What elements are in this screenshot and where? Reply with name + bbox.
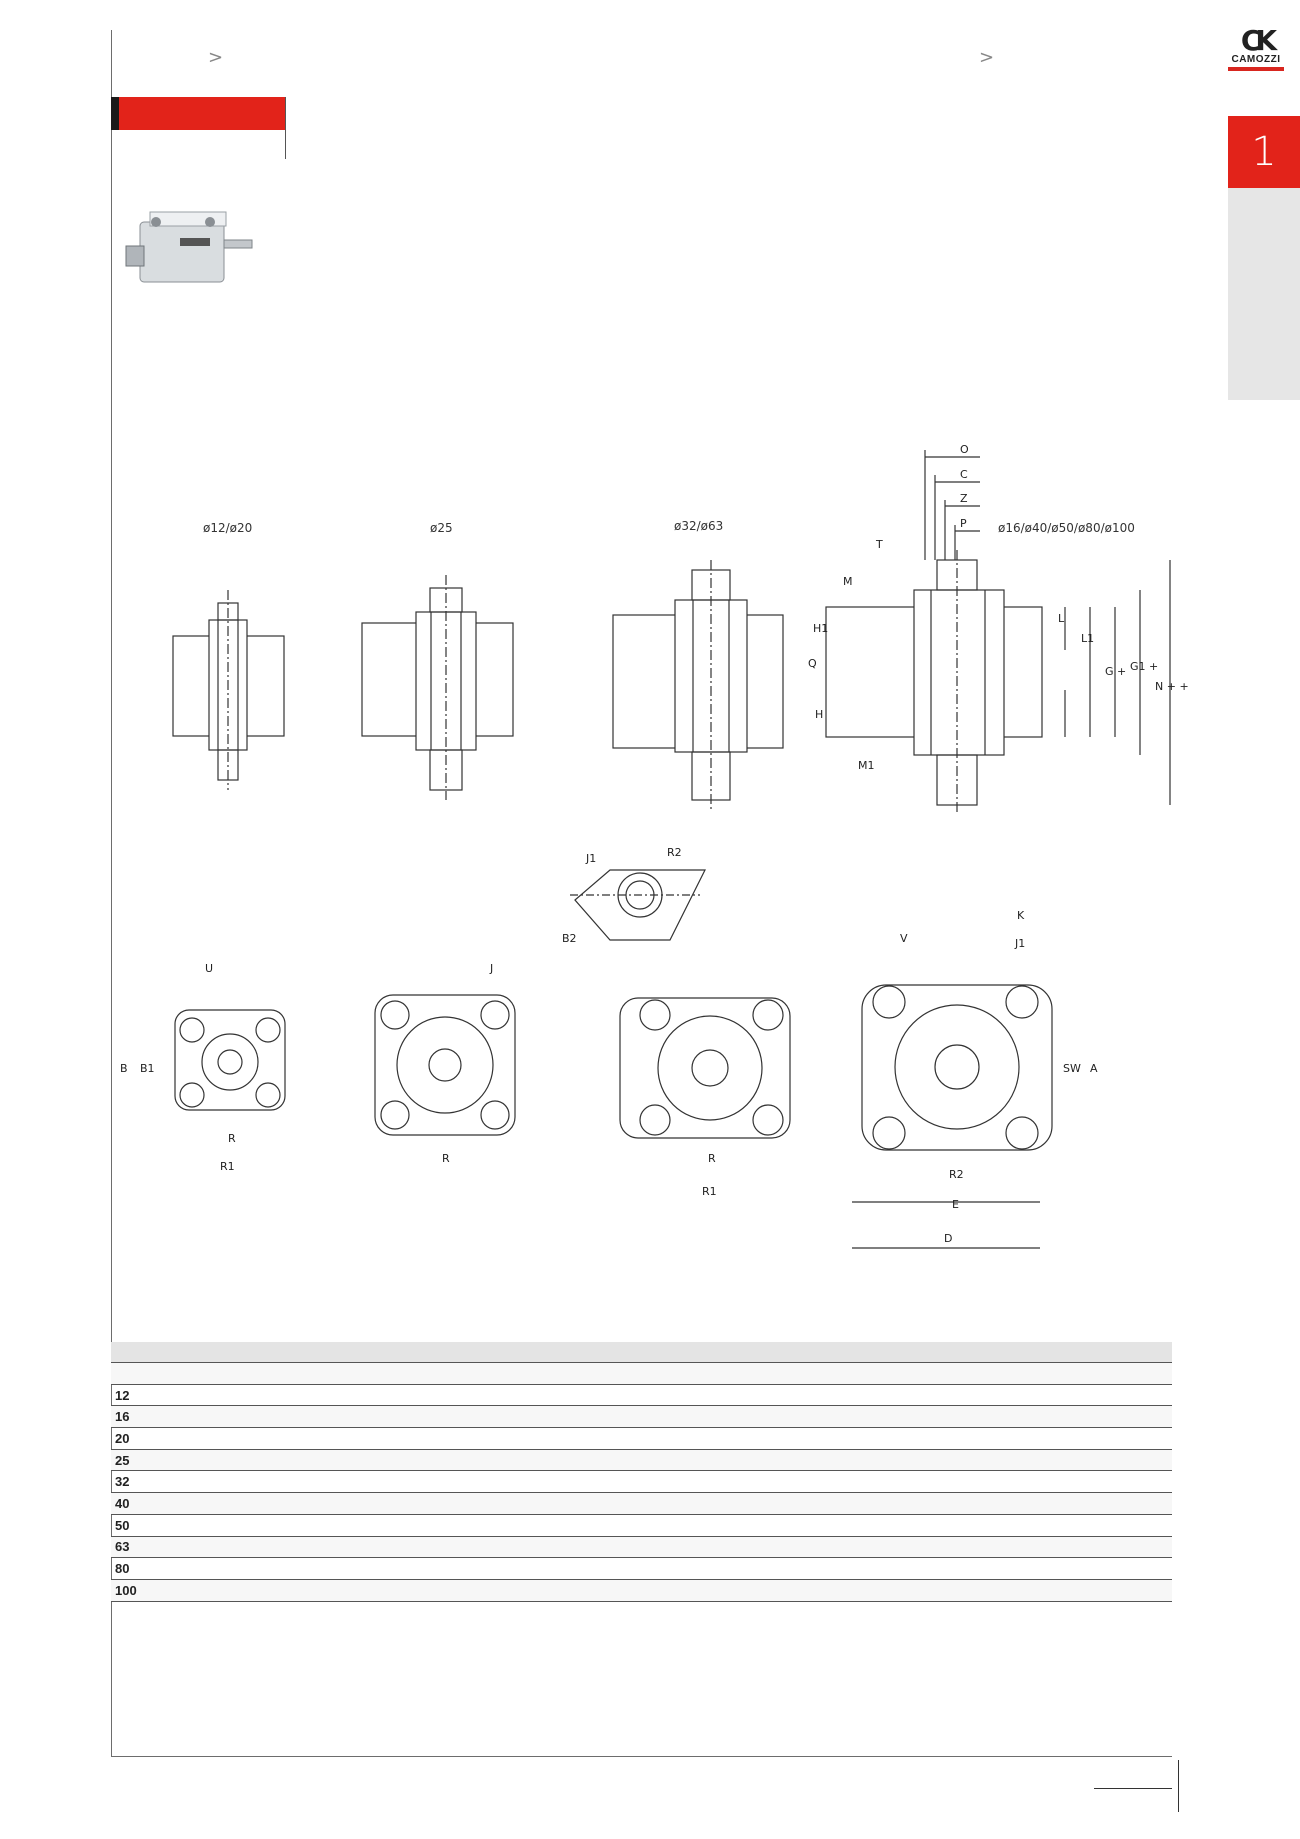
front-view-16-100 bbox=[852, 984, 1053, 1249]
side-view-25 bbox=[361, 575, 514, 800]
dim-O: O bbox=[960, 443, 969, 456]
dim-E: E bbox=[952, 1198, 959, 1211]
dim-K: K bbox=[1017, 909, 1025, 922]
view-label-16-100: ø16/ø40/ø50/ø80/ø100 bbox=[998, 521, 1135, 535]
dim-R2: R2 bbox=[949, 1168, 964, 1181]
dim-B2-detail: B2 bbox=[562, 932, 577, 945]
dim-R-1: R bbox=[228, 1132, 236, 1145]
bore-cell: 20 bbox=[111, 1427, 1172, 1450]
dim-R-2: R bbox=[442, 1152, 450, 1165]
bottom-rule bbox=[111, 1756, 1172, 1757]
dim-R1-3: R1 bbox=[702, 1185, 717, 1198]
bore-cell: 63 bbox=[111, 1536, 1172, 1559]
logo-wordmark: CAMOZZI bbox=[1231, 54, 1281, 65]
view-label-25: ø25 bbox=[430, 521, 453, 535]
side-view-32-63 bbox=[612, 560, 784, 810]
rod-end-detail bbox=[570, 869, 706, 941]
dim-N: N + + bbox=[1155, 680, 1189, 693]
view-label-12-20: ø12/ø20 bbox=[203, 521, 253, 535]
dim-U: U bbox=[205, 962, 214, 975]
breadcrumb-chevron-left[interactable]: > bbox=[208, 47, 224, 68]
table-row: 12 bbox=[111, 1384, 1172, 1407]
table-row: 32 bbox=[111, 1470, 1172, 1494]
dimensions-table: 12 16 20 25 32 40 50 63 80 100 bbox=[111, 1342, 1172, 1602]
footer-vertical-rule bbox=[1178, 1760, 1179, 1812]
dim-SW: SW bbox=[1063, 1062, 1081, 1075]
dim-R-3: R bbox=[708, 1152, 716, 1165]
dim-R1-1: R1 bbox=[220, 1160, 235, 1173]
dim-G1: G1 + bbox=[1130, 660, 1159, 673]
bore-cell: 32 bbox=[111, 1470, 1172, 1494]
table-row: 63 bbox=[111, 1536, 1172, 1559]
table-row: 50 bbox=[111, 1514, 1172, 1537]
dim-H1: H1 bbox=[813, 622, 829, 635]
breadcrumb-chevron-right[interactable]: > bbox=[979, 47, 995, 68]
dim-V: V bbox=[900, 932, 908, 945]
front-view-32-63 bbox=[619, 997, 791, 1139]
dim-P: P bbox=[960, 517, 967, 530]
dim-B-1: B bbox=[120, 1062, 128, 1075]
dim-C: C bbox=[960, 468, 968, 481]
dim-J: J bbox=[490, 962, 494, 975]
table-row: 40 bbox=[111, 1492, 1172, 1515]
bore-cell: 16 bbox=[111, 1405, 1172, 1429]
dim-G: G + bbox=[1105, 665, 1127, 678]
section-title-bar bbox=[111, 97, 286, 130]
view-label-32-63: ø32/ø63 bbox=[674, 519, 724, 533]
side-view-12-20 bbox=[172, 590, 285, 790]
dim-M1: M1 bbox=[858, 759, 875, 772]
logo-mark: CK bbox=[1240, 24, 1277, 57]
table-row: 20 bbox=[111, 1427, 1172, 1450]
logo-underline bbox=[1228, 67, 1284, 71]
bore-cell: 12 bbox=[111, 1384, 1172, 1407]
side-view-16-100 bbox=[825, 450, 1171, 815]
table-row: 16 bbox=[111, 1405, 1172, 1429]
bore-cell: 25 bbox=[111, 1449, 1172, 1472]
bore-cell: 50 bbox=[111, 1514, 1172, 1537]
dim-L1-top: L1 bbox=[1081, 632, 1095, 645]
bore-cell: 40 bbox=[111, 1492, 1172, 1515]
dim-Q: Q bbox=[808, 657, 817, 670]
title-bar-marker bbox=[111, 97, 119, 130]
dim-A: A bbox=[1090, 1062, 1098, 1075]
bore-cell: 80 bbox=[111, 1557, 1172, 1580]
title-bracket bbox=[285, 97, 286, 159]
chapter-tab-panel bbox=[1228, 188, 1300, 400]
dim-B1-1: B1 bbox=[140, 1062, 155, 1075]
dim-T: T bbox=[876, 538, 883, 551]
bore-cell: 100 bbox=[111, 1579, 1172, 1602]
dim-L-top: L bbox=[1058, 612, 1065, 625]
dim-J1: J1 bbox=[1015, 937, 1026, 950]
table-row: 100 bbox=[111, 1579, 1172, 1602]
table-header-row bbox=[111, 1342, 1172, 1363]
camozzi-logo: CK CAMOZZI bbox=[1228, 24, 1284, 71]
dim-J1-detail: J1 bbox=[586, 852, 597, 865]
chapter-tab[interactable]: 1 bbox=[1228, 116, 1300, 188]
dim-Z: Z bbox=[960, 492, 968, 505]
front-view-12-20 bbox=[174, 1009, 286, 1111]
dim-R2-detail: R2 bbox=[667, 846, 682, 859]
front-view-25 bbox=[374, 994, 516, 1136]
dim-H: H bbox=[815, 708, 824, 721]
table-subheader-row bbox=[111, 1362, 1172, 1385]
dim-D: D bbox=[944, 1232, 953, 1245]
table-row: 25 bbox=[111, 1449, 1172, 1472]
dim-M: M bbox=[843, 575, 853, 588]
left-margin-rule bbox=[111, 30, 112, 1756]
footer-short-rule bbox=[1094, 1788, 1172, 1789]
table-row: 80 bbox=[111, 1557, 1172, 1580]
